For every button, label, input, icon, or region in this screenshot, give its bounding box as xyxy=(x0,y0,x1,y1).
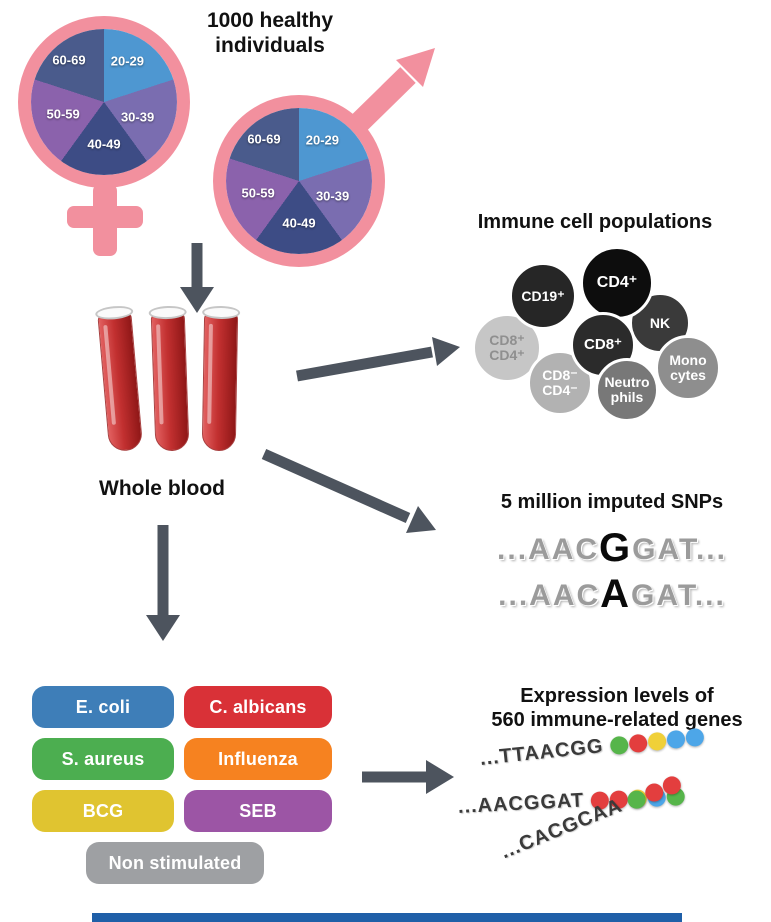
cell-circle-cd4: CD4⁺ xyxy=(580,246,654,320)
cell-circle-neutrophils: Neutro phils xyxy=(595,358,659,422)
stimulus-seb: SEB xyxy=(184,790,332,832)
snp-variant-allele: G xyxy=(599,526,633,570)
arrow-cohort-to-blood-icon xyxy=(180,243,214,313)
age-slice-label: 60-69 xyxy=(52,52,86,68)
cell-circle-monocytes: Mono cytes xyxy=(655,335,721,401)
stimulus-calbicans: C. albicans xyxy=(184,686,332,728)
immune-cell-cluster: CD19⁺ CD4⁺ NK CD8⁺ CD8⁺ CD4⁺ CD8⁻ CD4⁻ N… xyxy=(470,246,770,450)
arrow-blood-to-stimuli-icon xyxy=(146,525,180,641)
age-slice-label: 60-69 xyxy=(247,131,281,147)
female-age-pie xyxy=(31,29,177,175)
expression-sequence-row: ...CACGCAA xyxy=(498,771,685,864)
blood-tube xyxy=(148,305,190,452)
expression-bead xyxy=(666,729,686,749)
arrow-blood-to-cells-icon xyxy=(296,337,460,382)
expression-title: Expression levels of 560 immune-related … xyxy=(491,685,743,731)
age-slice-label: 30-39 xyxy=(120,109,155,125)
immune-cells-title: Immune cell populations xyxy=(477,211,713,233)
snp-sequence: ...AACAGAT... xyxy=(452,570,771,616)
expression-bead xyxy=(684,727,705,747)
age-slice-label: 50-59 xyxy=(241,185,275,201)
expression-bead xyxy=(609,734,630,755)
age-slice-label: 40-49 xyxy=(282,215,316,231)
age-slice-label: 20-29 xyxy=(110,53,144,69)
female-symbol-cross xyxy=(67,206,143,228)
stimulus-saureus: S. aureus xyxy=(32,738,174,780)
whole-blood-label: Whole blood xyxy=(99,477,225,500)
snp-seq-pre: ...AAC xyxy=(497,533,600,566)
blood-tube xyxy=(94,304,144,453)
stimulus-ecoli: E. coli xyxy=(32,686,174,728)
snp-variant-allele: A xyxy=(600,572,632,616)
cell-circle-cd8neg-cd4neg: CD8⁻ CD4⁻ xyxy=(527,350,593,416)
age-slice-label: 40-49 xyxy=(87,136,121,152)
age-slice-label: 50-59 xyxy=(46,106,80,122)
blood-tubes xyxy=(94,304,255,466)
arrow-stimuli-to-expression-icon xyxy=(362,760,454,794)
bottom-blue-strip xyxy=(92,913,682,922)
female-symbol: 20-29 30-39 40-49 50-59 60-69 xyxy=(18,16,190,188)
expression-bead xyxy=(628,732,649,753)
expression-bead xyxy=(647,730,667,751)
snp-seq-post: GAT... xyxy=(631,579,726,612)
expression-sequence-text: ...TTAACGG xyxy=(478,735,605,770)
stimulus-bcg: BCG xyxy=(32,790,174,832)
age-slice-label: 20-29 xyxy=(305,132,339,148)
male-symbol-arrow xyxy=(350,48,435,132)
arrow-blood-to-snps-icon xyxy=(261,448,436,533)
cell-circle-cd19: CD19⁺ xyxy=(509,262,577,330)
snp-seq-post: GAT... xyxy=(632,533,727,566)
snp-sequence: ...AACGGAT... xyxy=(452,524,771,570)
blood-tube xyxy=(201,305,241,452)
age-slice-label: 30-39 xyxy=(315,188,350,204)
snps-title: 5 million imputed SNPs xyxy=(500,491,724,513)
male-age-pie xyxy=(226,108,372,254)
cohort-title: 1000 healthy individuals xyxy=(206,9,334,58)
stimulus-influenza: Influenza xyxy=(184,738,332,780)
snp-seq-pre: ...AAC xyxy=(498,579,601,612)
stimulus-non-stimulated: Non stimulated xyxy=(86,842,264,884)
